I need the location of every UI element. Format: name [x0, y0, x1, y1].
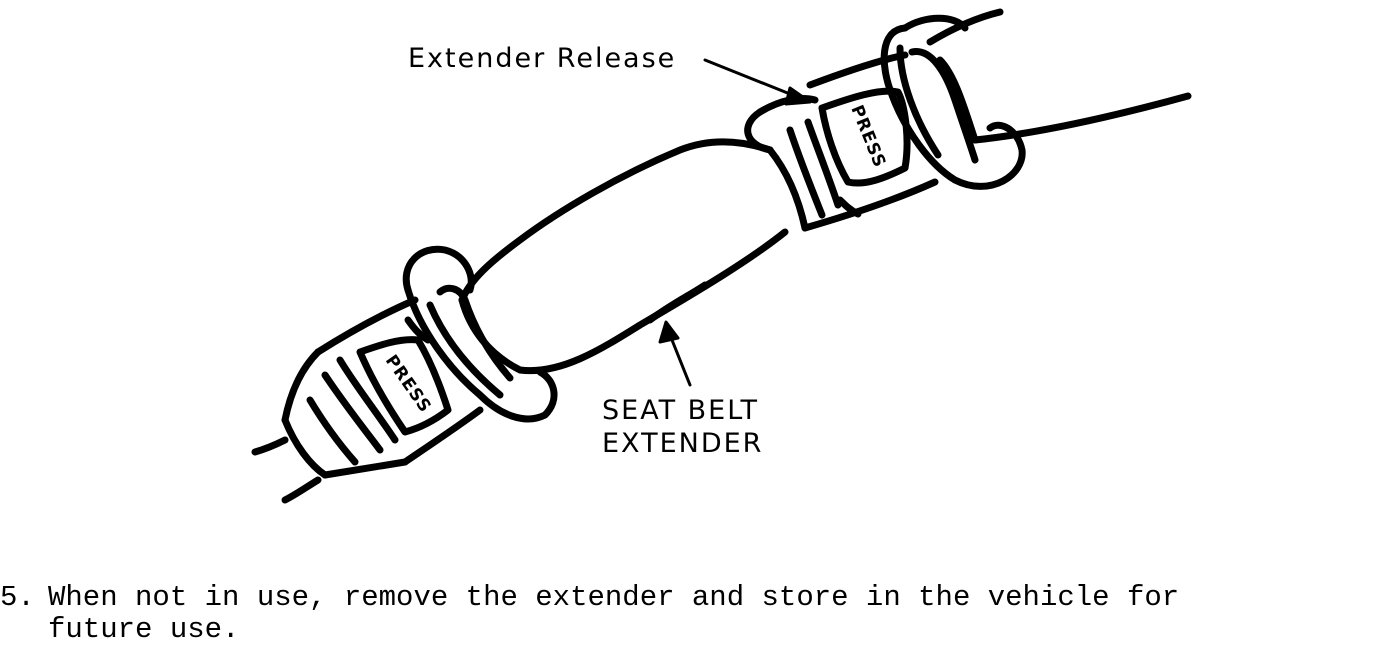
lower-buckle — [281, 296, 484, 479]
seat-belt-extender-callout-line1: SEAT BELT — [602, 395, 760, 426]
seat-belt-extender-callout-line2: EXTENDER — [602, 428, 764, 459]
step-number: 5. — [0, 581, 35, 614]
instruction-step: 5. When not in use, remove the extender a… — [0, 582, 1376, 646]
seat-belt-extender-illustration: PRESS PRESS — [251, 8, 1192, 504]
upper-release-button — [818, 87, 911, 187]
step-text-line1: When not in use, remove the extender and… — [48, 581, 1180, 614]
step-text-line2: future use. — [48, 613, 240, 646]
lower-belt-strap — [251, 436, 322, 504]
lower-release-button — [356, 336, 452, 436]
upper-press-label: PRESS — [846, 102, 889, 171]
extender-release-arrow — [703, 58, 812, 106]
seat-belt-extender-arrow — [658, 320, 692, 387]
extender-release-callout: Extender Release — [408, 43, 677, 74]
lower-loop-ring — [402, 245, 558, 423]
upper-buckle — [744, 51, 939, 232]
upper-belt-strap — [926, 8, 1192, 144]
seat-belt-extender-callout: SEAT BELT EXTENDER — [602, 394, 763, 460]
extender-strap — [458, 138, 789, 375]
